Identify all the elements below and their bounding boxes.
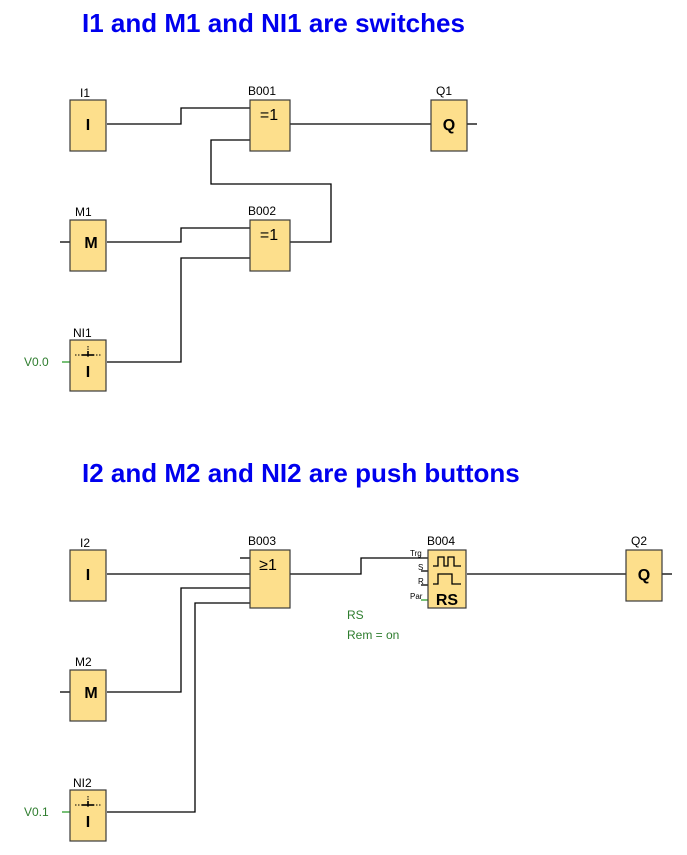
block-i1-name: I1 [80,86,90,100]
block-q1-body[interactable] [430,99,468,152]
block-ni2-name: NI2 [73,776,92,790]
block-q1[interactable]: Q1 Q [430,84,468,152]
block-b003-body[interactable] [249,549,291,609]
block-b004-symbol: RS [436,592,459,609]
block-ni1-name: NI1 [73,326,92,340]
block-m2-symbol: M [84,685,97,702]
block-ni1[interactable]: NI1 V0.0 I [24,326,107,392]
block-b002[interactable]: B002 =1 [248,204,291,272]
wire-ni2-b003 [107,602,250,813]
block-q2[interactable]: Q2 Q [625,534,663,602]
pin-par: Par [410,592,423,601]
wire-b003-b004 [290,557,428,575]
block-i1[interactable]: I1 I [69,86,107,152]
block-b004-body[interactable] [427,549,467,609]
block-i2[interactable]: I2 I [69,536,107,602]
wire-m2-b003 [107,587,250,693]
block-ni1-symbol: I [86,364,90,381]
block-q1-symbol: Q [443,117,455,134]
block-b003[interactable]: B003 ≥1 [248,534,291,609]
pin-s: S [418,563,423,572]
block-b004-name: B004 [427,534,455,548]
block-q2-symbol: Q [638,567,650,584]
block-ni2[interactable]: NI2 V0.1 I [24,776,107,842]
block-m1-symbol: M [84,235,97,252]
block-b002-name: B002 [248,204,276,218]
section2-title: I2 and M2 and NI2 are push buttons [82,458,520,488]
block-i2-name: I2 [80,536,90,550]
block-b004-note-type: RS [347,608,364,622]
block-b001-name: B001 [248,84,276,98]
pulse-waveform-icon [433,556,461,585]
block-m2[interactable]: M2 M [69,655,107,722]
block-i2-body[interactable] [69,549,107,602]
block-b003-name: B003 [248,534,276,548]
block-b003-symbol: ≥1 [259,557,277,574]
block-ni2-symbol: I [86,814,90,831]
block-m2-name: M2 [75,655,92,669]
network-input-icon [75,796,101,807]
block-b002-body[interactable] [249,219,291,272]
section2-wires [60,557,672,813]
block-i1-body[interactable] [69,99,107,152]
block-m1-body[interactable] [69,219,107,272]
block-i2-symbol: I [86,567,90,584]
wire-m1-b002 [107,227,250,243]
wire-ni1-b002 [107,257,250,363]
block-m2-body[interactable] [69,669,107,722]
block-q1-name: Q1 [436,84,452,98]
section1-wires [60,107,477,363]
block-ni2-param: V0.1 [24,805,49,819]
pin-r: R [418,577,424,586]
block-b001[interactable]: B001 =1 [248,84,291,152]
block-m1[interactable]: M1 M [69,205,107,272]
block-b004[interactable]: B004 Trg S R Par RS RS Rem = on [347,534,467,642]
block-b001-symbol: =1 [260,107,278,124]
wire-i1-b001 [107,107,250,125]
wire-b002-b001 [210,139,332,243]
pin-trg: Trg [410,549,422,558]
block-i1-symbol: I [86,117,90,134]
block-b001-body[interactable] [249,99,291,152]
block-ni1-param: V0.0 [24,355,49,369]
block-q2-body[interactable] [625,549,663,602]
block-b004-note-rem: Rem = on [347,628,399,642]
block-q2-name: Q2 [631,534,647,548]
block-m1-name: M1 [75,205,92,219]
block-b002-symbol: =1 [260,227,278,244]
section1-title: I1 and M1 and NI1 are switches [82,8,465,38]
network-input-icon [75,346,101,357]
